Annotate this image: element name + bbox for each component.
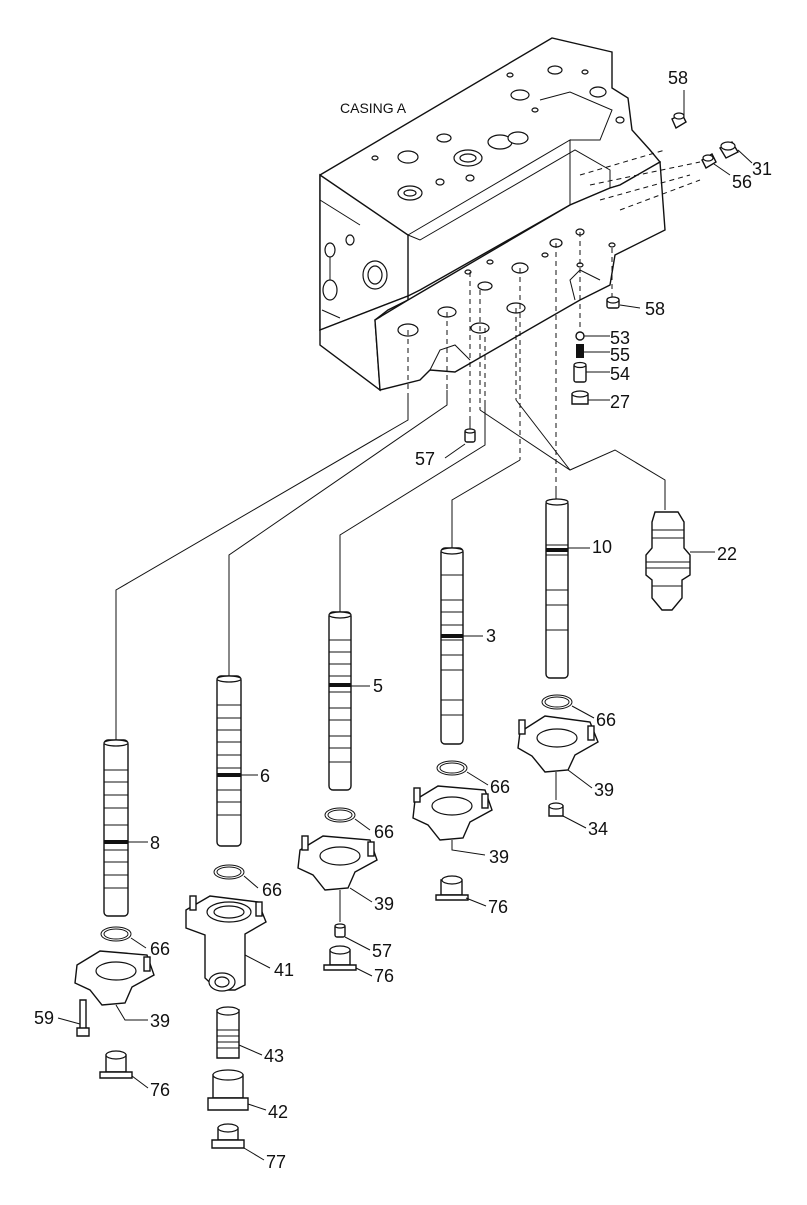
callout-5: 5 [373, 676, 383, 696]
o-ring-66-b [436, 760, 489, 786]
part-58-bottom [606, 296, 641, 309]
callout-54: 54 [610, 364, 630, 384]
casing-front-face-lower [319, 294, 409, 392]
part-27-plug [571, 390, 610, 405]
o-ring-66-e [100, 926, 147, 949]
callout-66e: 66 [150, 939, 170, 959]
callout-66b: 66 [490, 777, 510, 797]
spool-6 [216, 675, 258, 847]
plug-42 [207, 1069, 267, 1111]
casing-bottom-ports [397, 228, 616, 337]
callout-77: 77 [266, 1152, 286, 1172]
callout-59: 59 [34, 1008, 54, 1028]
o-ring-66-d [213, 864, 259, 889]
callout-58b: 58 [645, 299, 665, 319]
callout-39a: 39 [594, 780, 614, 800]
plug-76-c [99, 1050, 149, 1089]
callout-66c: 66 [374, 822, 394, 842]
callout-27: 27 [610, 392, 630, 412]
callout-31: 31 [752, 159, 772, 179]
callout-6: 6 [260, 766, 270, 786]
callout-76a: 76 [488, 897, 508, 917]
part-58-top [671, 90, 687, 130]
casing-holes [371, 65, 625, 201]
callout-57a: 57 [415, 449, 435, 469]
part-53-ball [575, 331, 610, 341]
callout-22: 22 [717, 544, 737, 564]
callout-66a: 66 [596, 710, 616, 730]
part-56-plug [701, 153, 731, 176]
callout-55: 55 [610, 345, 630, 365]
dashed-centerlines [407, 149, 701, 490]
callout-34: 34 [588, 819, 608, 839]
casing-ridge-3 [539, 91, 613, 141]
casing-label: CASING A [340, 100, 407, 116]
part-54-spacer [573, 361, 610, 383]
callout-3: 3 [486, 626, 496, 646]
callout-39d: 39 [150, 1011, 170, 1031]
plug-76-b [323, 945, 373, 977]
spool-10 [545, 498, 590, 679]
casing-front-ports [322, 234, 388, 301]
relief-valve-22 [645, 511, 715, 611]
spool-8 [103, 739, 148, 917]
callout-labels: 58 31 56 58 53 55 54 27 57 10 22 3 5 66 … [34, 68, 772, 1172]
casing-ridge-2 [407, 149, 611, 241]
callout-10: 10 [592, 537, 612, 557]
cover-39-c [297, 835, 378, 903]
callout-76c: 76 [150, 1080, 170, 1100]
callout-57b: 57 [372, 941, 392, 961]
cover-39-b [412, 785, 493, 856]
callout-76b: 76 [374, 966, 394, 986]
callout-56: 56 [732, 172, 752, 192]
callout-41: 41 [274, 960, 294, 980]
cover-39-d [74, 950, 155, 1021]
callout-42: 42 [268, 1102, 288, 1122]
spool-3 [440, 547, 483, 745]
bolt-59 [57, 999, 90, 1037]
assembly-lines [115, 390, 666, 745]
part-55-spring [576, 344, 610, 358]
poppet-43 [216, 1006, 263, 1059]
o-ring-66-c [324, 807, 371, 831]
plug-57-bottom [334, 890, 371, 951]
o-ring-66-a [541, 694, 595, 719]
plug-76-a [435, 875, 487, 907]
housing-41 [185, 895, 271, 992]
cover-39-a [517, 715, 599, 789]
part-31-plug [719, 141, 753, 164]
part-57-top [444, 428, 476, 459]
casing-step [429, 269, 601, 371]
plug-77 [211, 1123, 265, 1161]
callout-53: 53 [610, 328, 630, 348]
callout-43: 43 [264, 1046, 284, 1066]
spool-5 [328, 611, 370, 791]
callout-58a: 58 [668, 68, 688, 88]
callout-8: 8 [150, 833, 160, 853]
callout-39c: 39 [374, 894, 394, 914]
callout-39b: 39 [489, 847, 509, 867]
plug-34 [548, 772, 587, 829]
callout-66d: 66 [262, 880, 282, 900]
